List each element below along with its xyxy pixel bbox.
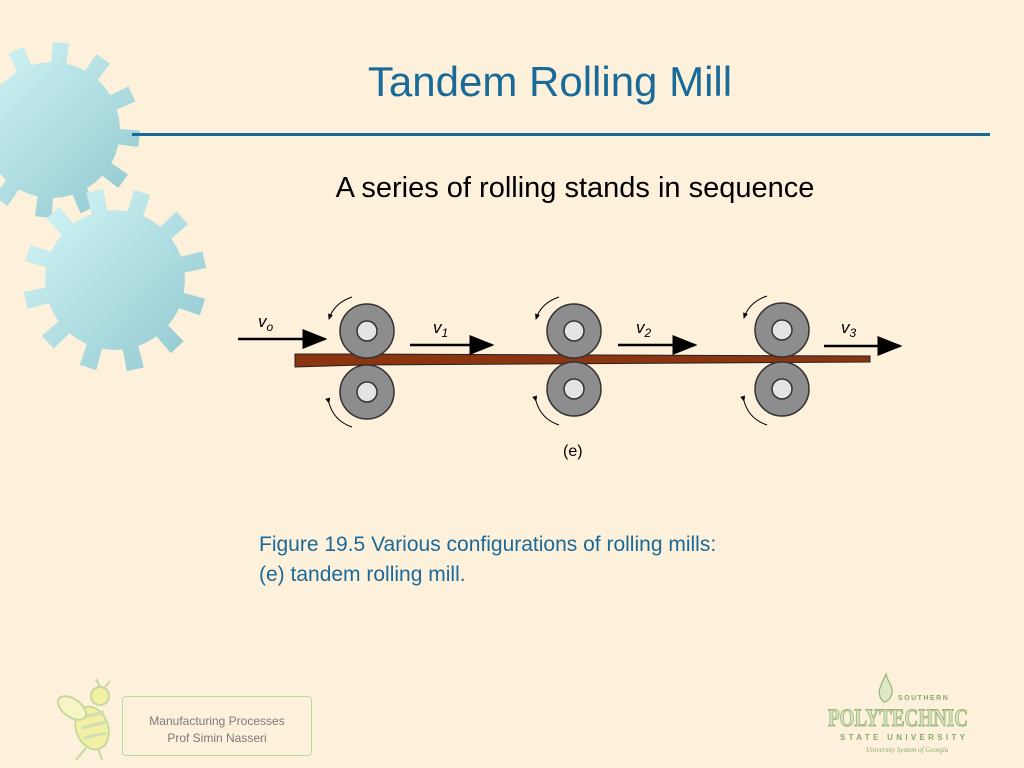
upper-rotation-arrow bbox=[328, 296, 353, 320]
title-divider bbox=[132, 133, 990, 136]
footer-course: Manufacturing Processes bbox=[149, 714, 285, 728]
tandem-mill-diagram: vo v1 v2 v3 (e) bbox=[238, 295, 903, 460]
flame-icon bbox=[878, 672, 893, 703]
upper-roll-bearing bbox=[563, 320, 585, 342]
gears-decoration bbox=[0, 42, 207, 372]
rolling-stand-3 bbox=[740, 295, 810, 426]
velocity-label-v0: vo bbox=[258, 312, 274, 334]
university-logo: SOUTHERN POLYTECHNIC STATE UNIVERSITY Un… bbox=[828, 672, 968, 754]
upper-roll-bearing bbox=[356, 320, 378, 342]
rolling-stand-2 bbox=[532, 296, 602, 426]
caption-line-2: (e) tandem rolling mill. bbox=[259, 563, 466, 586]
panel-label: (e) bbox=[563, 443, 583, 460]
gear-shape bbox=[23, 188, 207, 372]
upper-rotation-arrow bbox=[743, 295, 768, 319]
lower-rotation-arrow bbox=[325, 397, 353, 428]
bee-mascot-icon bbox=[56, 678, 111, 761]
footer-course-box: Manufacturing Processes Prof Simin Nasse… bbox=[122, 696, 312, 756]
upper-roll-bearing bbox=[771, 319, 793, 341]
velocity-label-v3: v3 bbox=[841, 318, 857, 340]
gear-shape bbox=[0, 42, 140, 218]
velocity-label-v1: v1 bbox=[433, 318, 448, 340]
slide-subtitle: A series of rolling stands in sequence bbox=[335, 172, 815, 204]
lower-roll-bearing bbox=[356, 381, 378, 403]
figure-caption: Figure 19.5 Various configurations of ro… bbox=[259, 530, 879, 590]
upper-gear-icon bbox=[0, 42, 140, 218]
slide-title: Tandem Rolling Mill bbox=[367, 58, 733, 105]
lower-roll-bearing bbox=[771, 378, 793, 400]
logo-name: POLYTECHNIC bbox=[828, 705, 968, 732]
lower-roll-bearing bbox=[563, 378, 585, 400]
lower-rotation-arrow bbox=[740, 395, 768, 426]
rolling-stand-1 bbox=[325, 296, 395, 428]
velocity-label-v2: v2 bbox=[636, 318, 652, 340]
lower-gear-icon bbox=[23, 188, 207, 372]
caption-line-1: Figure 19.5 Various configurations of ro… bbox=[259, 533, 717, 556]
logo-state: STATE UNIVERSITY bbox=[840, 733, 966, 742]
upper-rotation-arrow bbox=[535, 296, 560, 320]
lower-rotation-arrow bbox=[532, 395, 560, 426]
logo-system: University System of Georgia bbox=[866, 746, 949, 754]
logo-southern: SOUTHERN bbox=[898, 695, 949, 702]
footer-instructor: Prof Simin Nasseri bbox=[167, 731, 267, 745]
